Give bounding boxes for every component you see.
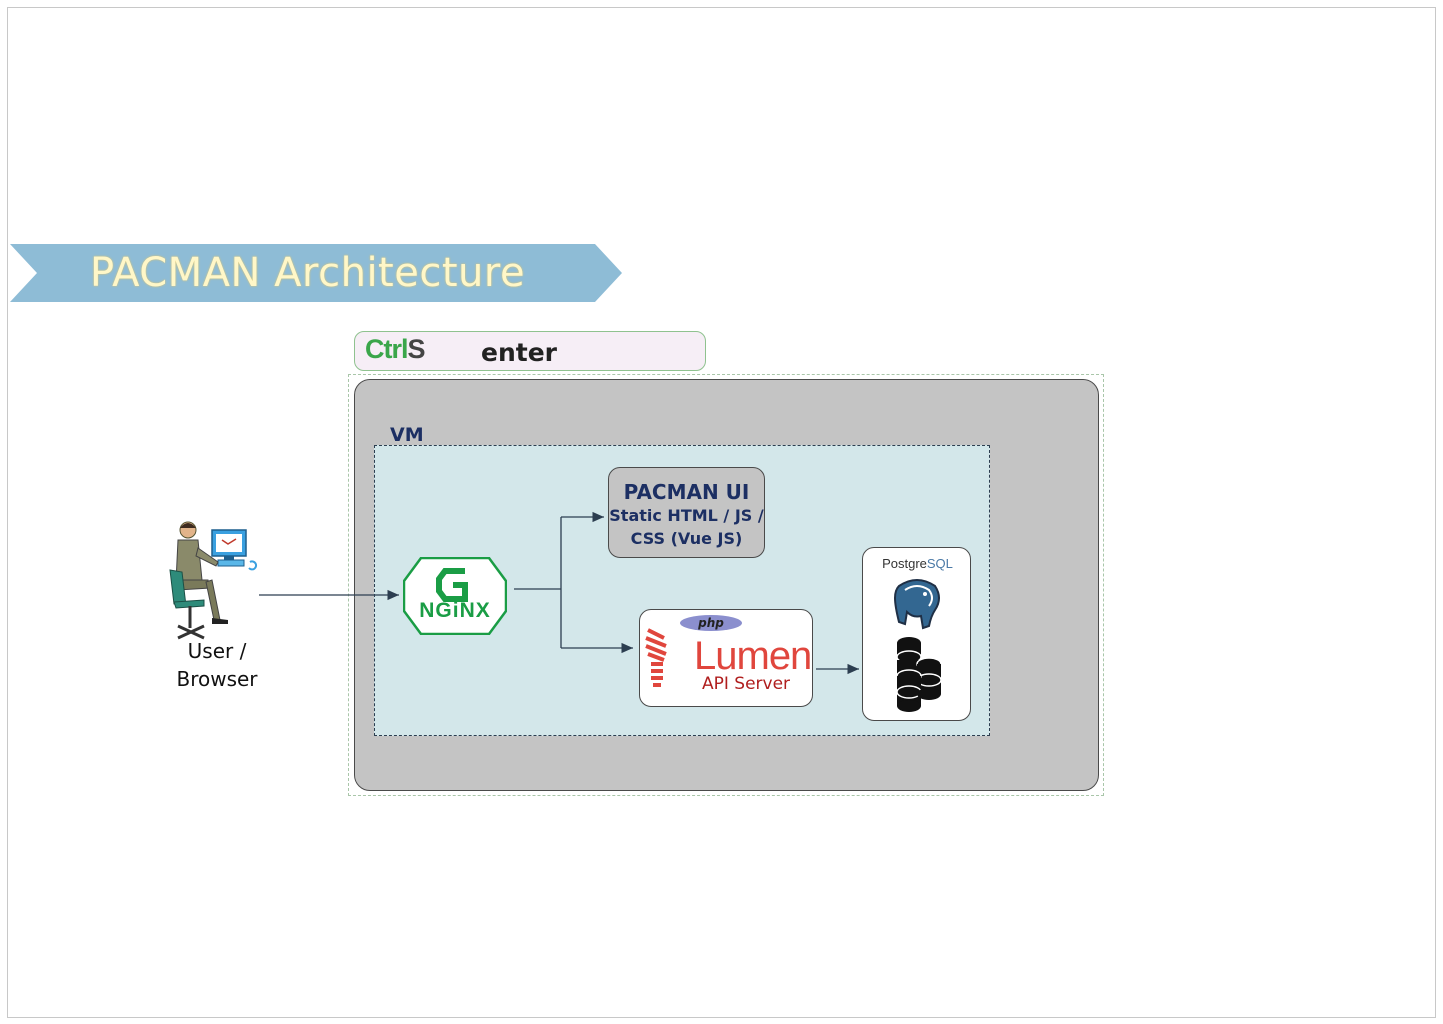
vm-label: VM bbox=[390, 424, 424, 446]
user-at-computer-icon bbox=[169, 521, 258, 640]
api-server-box: php Lumen API Server bbox=[639, 609, 813, 707]
pacman-ui-title: PACMAN UI bbox=[623, 480, 750, 504]
datacenter-label: CtrlS enter bbox=[354, 331, 706, 371]
datacenter-label-text: enter bbox=[481, 338, 557, 367]
api-server-label: API Server bbox=[702, 674, 791, 694]
nginx-label: NGiNX bbox=[419, 599, 491, 622]
nginx-logo-icon bbox=[402, 556, 508, 636]
nginx-node: NGiNX bbox=[402, 556, 508, 636]
lumen-bulb-icon bbox=[645, 628, 667, 687]
lumen-wordmark: Lumen bbox=[694, 634, 812, 678]
ctrls-logo: CtrlS bbox=[365, 334, 426, 364]
database-stack-icon bbox=[896, 637, 942, 712]
pacman-ui-box: PACMAN UI Static HTML / JS / CSS (Vue JS… bbox=[608, 467, 765, 558]
postgresql-elephant-icon bbox=[893, 579, 940, 630]
pacman-ui-sub-line2: CSS (Vue JS) bbox=[630, 529, 743, 548]
pacman-ui-sub-line1: Static HTML / JS / bbox=[609, 506, 764, 525]
php-badge: php bbox=[680, 615, 742, 631]
user-label: User / Browser bbox=[176, 639, 258, 691]
datacenter-outline bbox=[348, 374, 1104, 796]
page-title: PACMAN Architecture bbox=[90, 250, 526, 296]
title-banner: PACMAN Architecture bbox=[10, 244, 622, 302]
page-frame bbox=[7, 7, 1436, 1018]
banner-arrow-shape bbox=[10, 244, 622, 302]
postgresql-label: PostgreSQL bbox=[882, 556, 953, 571]
postgresql-box: PostgreSQL bbox=[862, 547, 971, 721]
